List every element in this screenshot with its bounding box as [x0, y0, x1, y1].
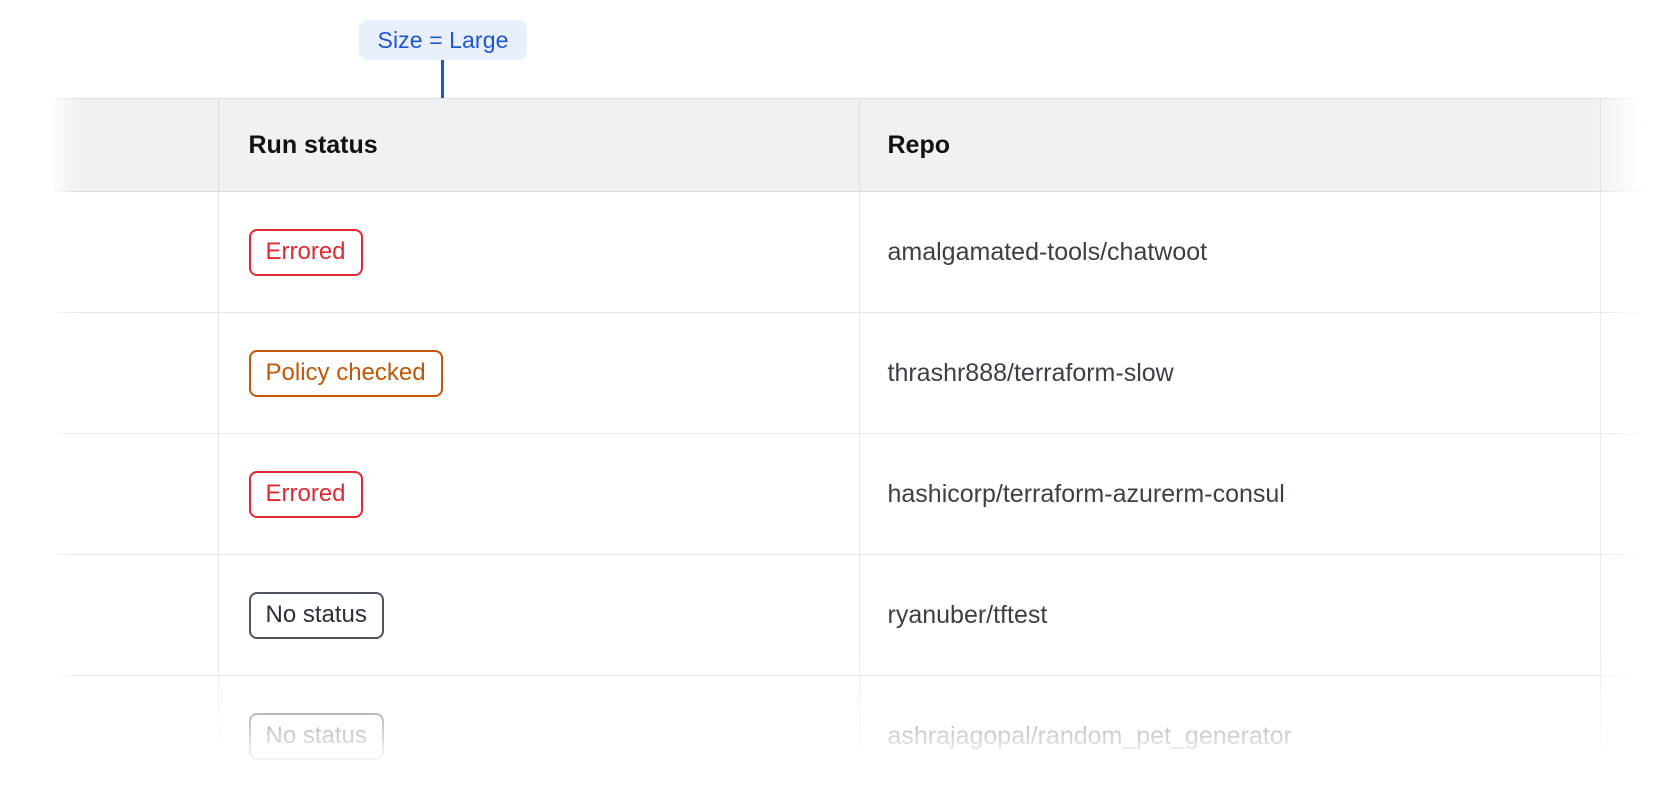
cell-repo[interactable]: hashicorp/terraform-azurerm-consul: [859, 433, 1601, 555]
table-header-row: Run status Repo: [0, 98, 1672, 192]
status-badge[interactable]: Errored: [248, 228, 363, 276]
column-header-gutter: [54, 98, 219, 192]
cell-run-status: Policy checked: [218, 312, 860, 434]
row-gutter-cell: [54, 312, 219, 434]
annotation-callout: Size = Large: [359, 20, 527, 60]
row-left-spacer: [0, 434, 54, 555]
row-tail-cell: [1600, 554, 1672, 676]
annotation-label: Size = Large: [377, 26, 509, 53]
table-row[interactable]: No status ryanuber/tftest: [0, 554, 1672, 676]
row-gutter-cell: [54, 191, 219, 313]
cell-run-status: No status: [218, 554, 860, 676]
row-left-spacer: [0, 676, 54, 788]
cell-repo[interactable]: ashrajagopal/random_pet_generator: [859, 675, 1601, 788]
column-header-run-status[interactable]: Run status: [218, 98, 860, 192]
status-badge-label: Policy checked: [265, 358, 426, 386]
status-badge[interactable]: No status: [248, 712, 384, 760]
row-tail-cell: [1600, 312, 1672, 434]
table-left-spacer: [0, 99, 54, 192]
cell-run-status: No status: [218, 675, 860, 788]
status-badge-label: Errored: [265, 237, 346, 265]
cell-run-status: Errored: [218, 433, 860, 555]
table-row[interactable]: No status ashrajagopal/random_pet_genera…: [0, 675, 1672, 788]
status-badge-label: No status: [265, 721, 367, 749]
row-tail-cell: [1600, 191, 1672, 313]
row-left-spacer: [0, 555, 54, 676]
cell-repo[interactable]: thrashr888/terraform-slow: [859, 312, 1601, 434]
table-head: Run status Repo: [0, 98, 1672, 192]
column-header-tail: [1600, 98, 1672, 192]
row-gutter-cell: [54, 554, 219, 676]
row-gutter-cell: [54, 675, 219, 788]
row-tail-cell: [1600, 675, 1672, 788]
column-header-repo[interactable]: Repo: [859, 98, 1601, 192]
row-left-spacer: [0, 313, 54, 434]
cell-run-status: Errored: [218, 191, 860, 313]
status-badge-label: Errored: [265, 479, 346, 507]
table-body: Errored amalgamated-tools/chatwoot Polic…: [0, 191, 1672, 788]
status-badge[interactable]: Errored: [248, 470, 363, 518]
table-row[interactable]: Policy checked thrashr888/terraform-slow: [0, 312, 1672, 434]
row-gutter-cell: [54, 433, 219, 555]
run-status-table: Run status Repo Errored amalgamated-tool…: [0, 98, 1672, 788]
table-row[interactable]: Errored hashicorp/terraform-azurerm-cons…: [0, 433, 1672, 555]
table-scroll-region[interactable]: Run status Repo Errored amalgamated-tool…: [0, 98, 1672, 788]
row-tail-cell: [1600, 433, 1672, 555]
status-badge-label: No status: [265, 600, 367, 628]
cell-repo[interactable]: amalgamated-tools/chatwoot: [859, 191, 1601, 313]
row-left-spacer: [0, 192, 54, 313]
cell-repo[interactable]: ryanuber/tftest: [859, 554, 1601, 676]
status-badge[interactable]: No status: [248, 591, 384, 639]
status-badge[interactable]: Policy checked: [248, 349, 443, 397]
table-row[interactable]: Errored amalgamated-tools/chatwoot: [0, 191, 1672, 313]
